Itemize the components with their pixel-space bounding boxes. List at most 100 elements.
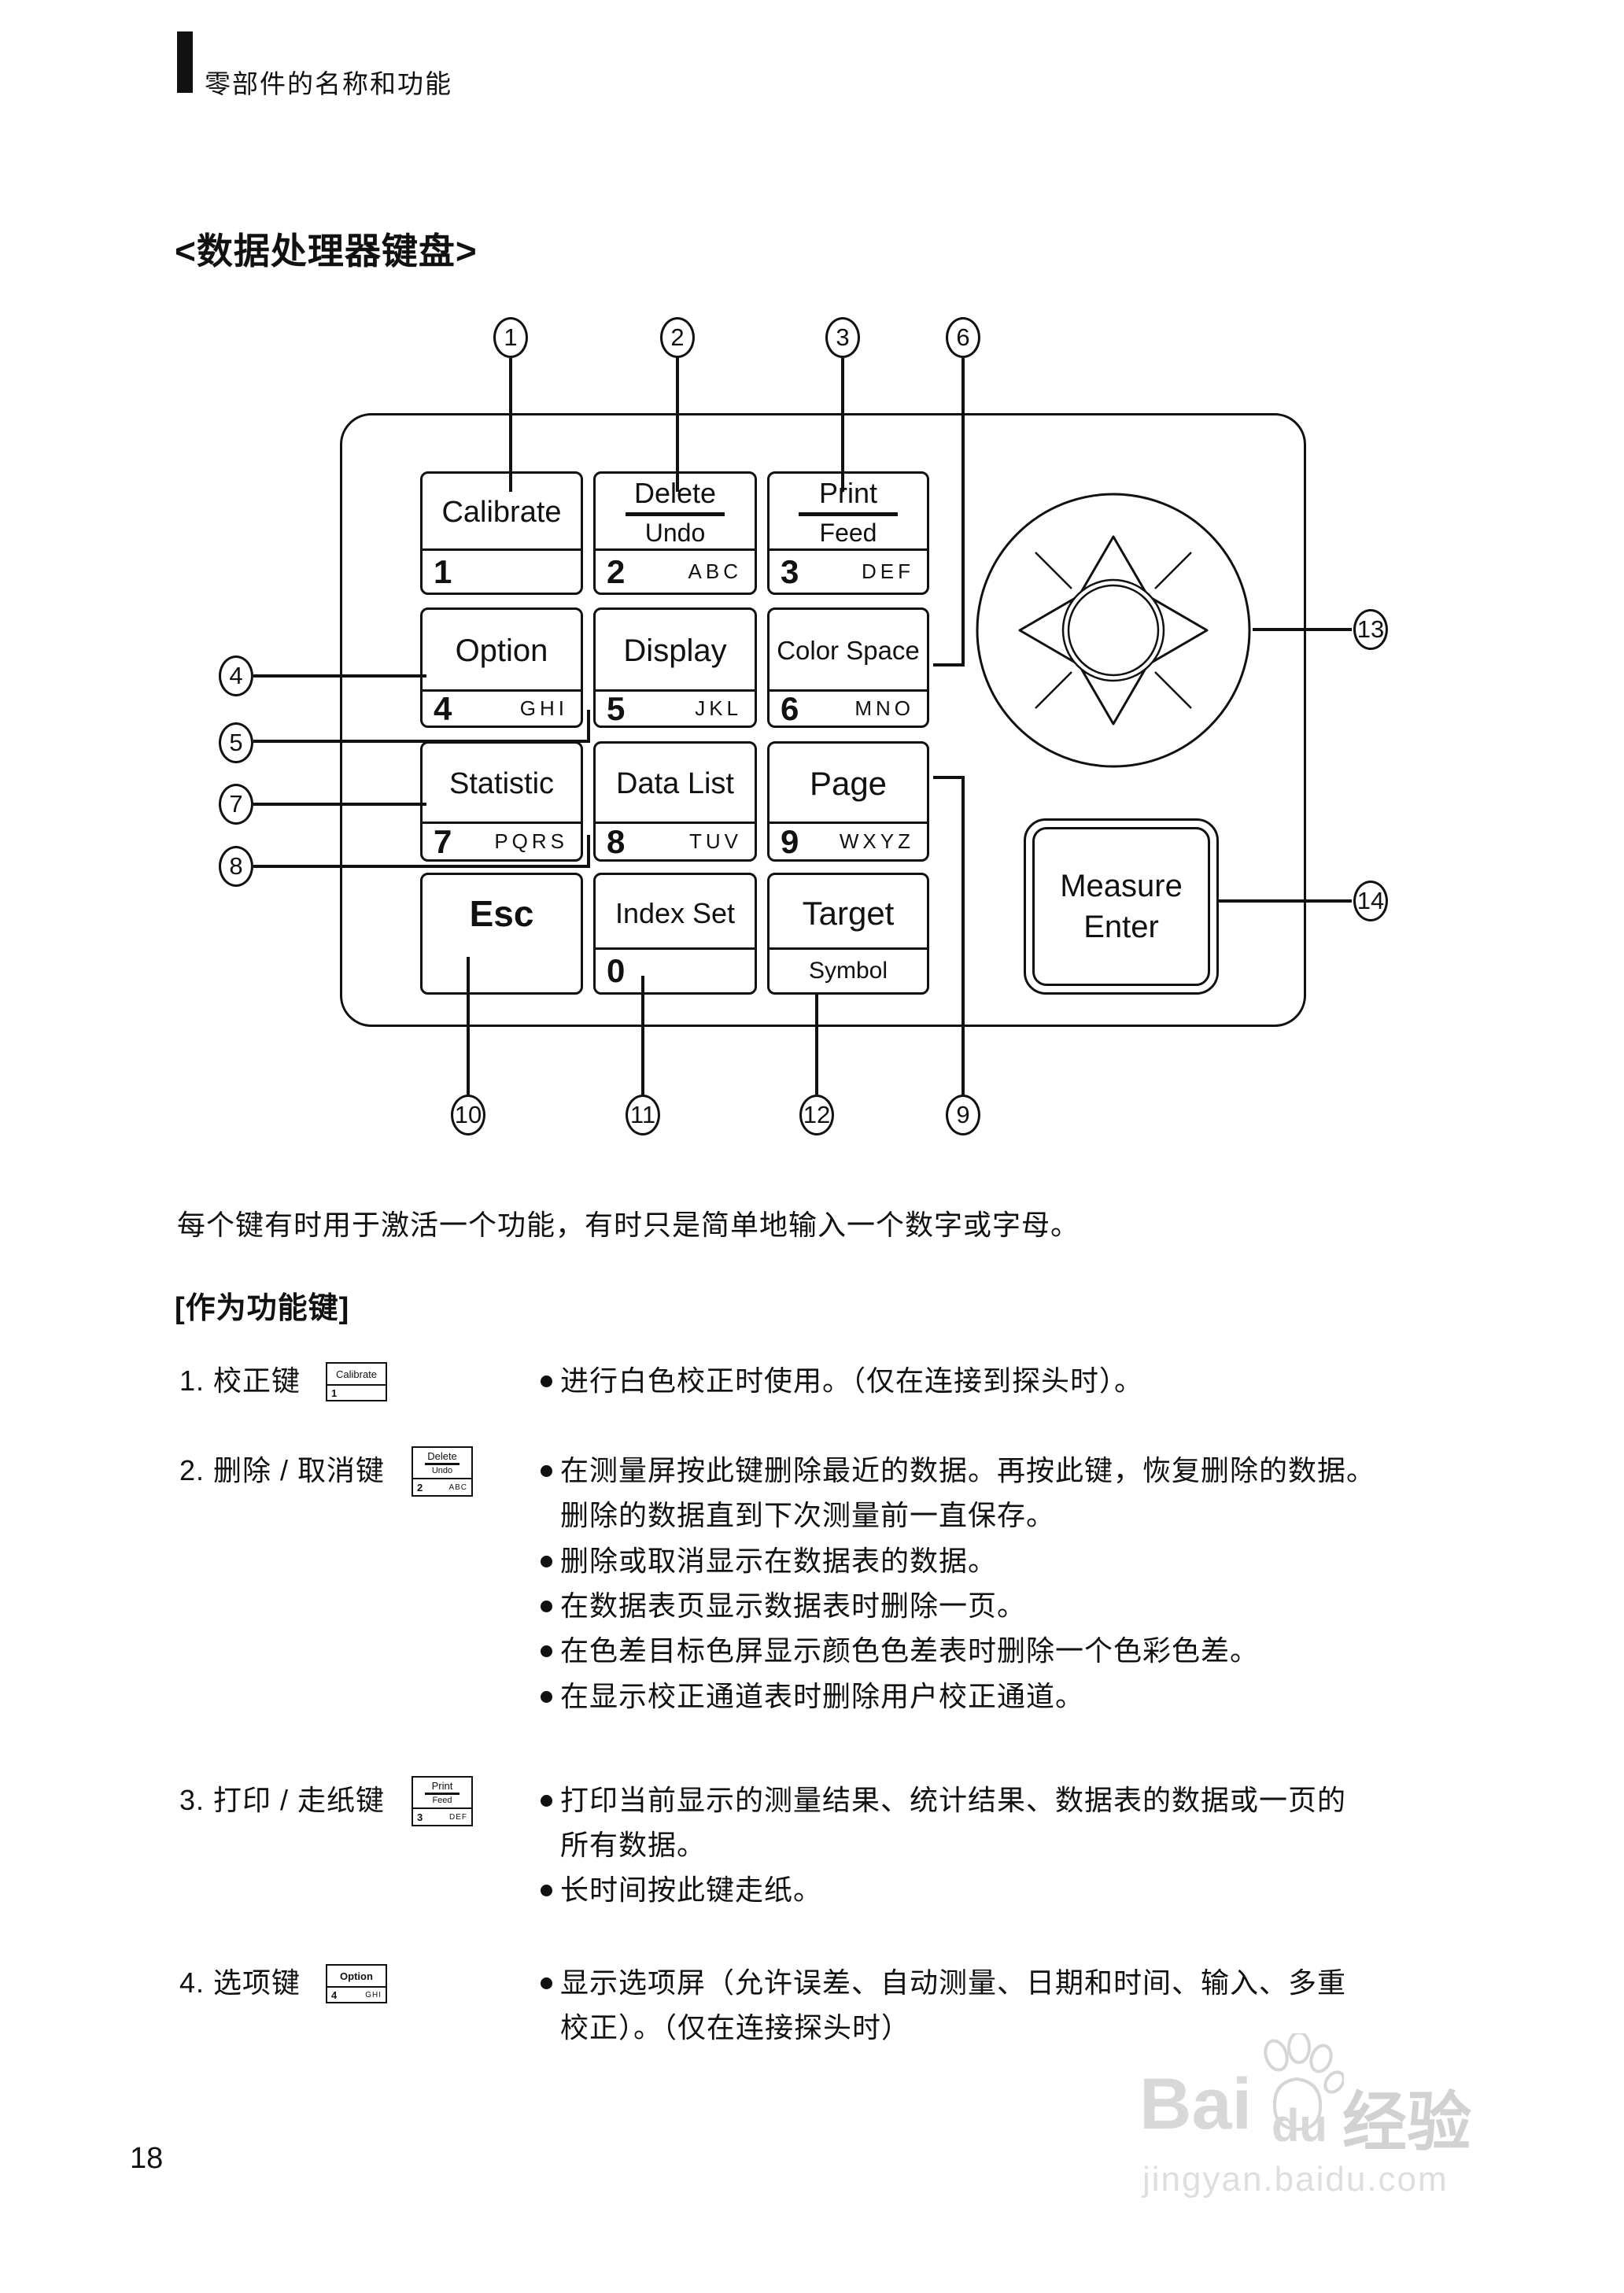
callout-line-5h — [253, 740, 590, 743]
key-color-space: Color Space 6 MNO — [767, 607, 929, 728]
item-2-line-2: 删除的数据直到下次测量前一直保存。 — [560, 1499, 1056, 1531]
item-2-label: 2. 删除 / 取消键 — [179, 1454, 386, 1486]
key-statistic: Statistic 7 PQRS — [420, 741, 583, 862]
key-statistic-number: 7 — [434, 822, 452, 860]
key-option-label: Option — [455, 633, 548, 668]
key-undo-label: Undo — [644, 519, 706, 547]
key-data-list: Data List 8 TUV — [593, 741, 757, 862]
item-2-line-6: 在显示校正通道表时删除用户校正通道。 — [560, 1680, 1085, 1712]
item-2-line-4: 在数据表页显示数据表时删除一页。 — [560, 1590, 1027, 1622]
watermark-cn: 经验 — [1342, 2087, 1472, 2158]
callout-line-3 — [841, 358, 844, 492]
key-print-label: Print — [818, 477, 878, 509]
key-print-letters: DEF — [862, 559, 914, 583]
section-heading: [作为功能键] — [175, 1292, 350, 1325]
callout-8: 8 — [219, 846, 253, 887]
key-delete-divider — [626, 512, 725, 516]
key-color-space-number: 6 — [781, 689, 799, 727]
key-page-label: Page — [809, 765, 888, 802]
key-measure-enter-inner: Measure Enter — [1032, 827, 1210, 986]
key-color-space-letters: MNO — [854, 696, 914, 720]
nav-center-icon — [1061, 578, 1165, 682]
item-3-line-3: 长时间按此键走纸。 — [560, 1874, 823, 1906]
bullet-icon — [541, 1375, 552, 1387]
callout-line-1 — [509, 358, 512, 492]
key-calibrate-label: Calibrate — [441, 495, 562, 529]
callout-line-12 — [815, 993, 818, 1095]
key-index-set: Index Set 0 — [593, 873, 757, 995]
item-2-line-1: 在测量屏按此键删除最近的数据。再按此键，恢复删除的数据。 — [560, 1454, 1376, 1486]
header-bar — [177, 31, 193, 93]
key-calibrate: Calibrate 1 — [420, 471, 583, 595]
callout-line-4 — [253, 674, 426, 678]
key-print-feed: Print Feed 3 DEF — [767, 471, 929, 595]
key-print-divider — [799, 512, 898, 516]
key-print-number: 3 — [781, 552, 799, 590]
item-4-label: 4. 选项键 — [179, 1966, 301, 1999]
bullet-icon — [541, 1795, 552, 1807]
callout-line-9v — [961, 776, 965, 1095]
key-statistic-letters: PQRS — [494, 829, 568, 853]
enter-label: Enter — [1083, 910, 1159, 944]
callout-line-11 — [641, 976, 644, 1095]
key-esc: Esc — [420, 873, 583, 995]
key-option: Option 4 GHI — [420, 607, 583, 728]
item-1-label: 1. 校正键 — [179, 1364, 301, 1397]
key-delete-label: Delete — [633, 477, 717, 509]
intro-text: 每个键有时用于激活一个功能，有时只是简单地输入一个数字或字母。 — [177, 1209, 1080, 1241]
measure-label: Measure — [1060, 869, 1183, 903]
key-option-letters: GHI — [519, 696, 568, 720]
navigation-pad — [976, 493, 1251, 768]
key-index-set-number: 0 — [607, 952, 626, 989]
key-option-number: 4 — [434, 689, 452, 727]
bullet-icon — [541, 1556, 552, 1567]
callout-10: 10 — [451, 1095, 485, 1135]
callout-12: 12 — [799, 1095, 834, 1135]
item-3-line-2: 所有数据。 — [560, 1829, 707, 1861]
callout-7: 7 — [219, 784, 253, 825]
callout-11: 11 — [626, 1095, 660, 1135]
callout-line-7 — [253, 803, 426, 806]
bullet-icon — [541, 1977, 552, 1989]
bullet-icon — [541, 1885, 552, 1896]
key-color-space-label: Color Space — [777, 636, 920, 665]
item-3-label: 3. 打印 / 走纸键 — [179, 1784, 386, 1816]
key-calibrate-number: 1 — [434, 552, 452, 590]
bullet-icon — [541, 1601, 552, 1612]
callout-line-6h — [933, 663, 965, 666]
page-number: 18 — [130, 2142, 164, 2175]
callout-6: 6 — [946, 317, 980, 358]
watermark-du: du — [1272, 2100, 1327, 2151]
item-2-line-3: 删除或取消显示在数据表的数据。 — [560, 1545, 998, 1577]
key-display: Display 5 JKL — [593, 607, 757, 728]
callout-line-2 — [676, 358, 679, 492]
key-feed-label: Feed — [819, 519, 877, 547]
item-1-line-1: 进行白色校正时使用。（仅在连接到探头时）。 — [560, 1364, 1144, 1397]
key-delete-undo: Delete Undo 2 ABC — [593, 471, 757, 595]
key-page-number: 9 — [781, 822, 799, 860]
item-4-line-2: 校正）。（仅在连接探头时） — [560, 2011, 911, 2044]
item-2-line-5: 在色差目标色屏显示颜色色差表时删除一个色彩色差。 — [560, 1634, 1260, 1667]
key-delete-letters: ABC — [688, 559, 742, 583]
key-display-number: 5 — [607, 689, 626, 727]
item-3-line-1: 打印当前显示的测量结果、统计结果、数据表的数据或一页的 — [560, 1784, 1347, 1816]
callout-line-8h — [253, 865, 590, 868]
watermark-bai: Bai — [1139, 2064, 1253, 2144]
key-data-list-letters: TUV — [689, 829, 742, 853]
key-target-sub-label: Symbol — [808, 958, 888, 984]
key-page: Page 9 WXYZ — [767, 741, 929, 862]
callout-9: 9 — [946, 1095, 980, 1135]
callout-line-10 — [467, 957, 470, 1095]
callout-14: 14 — [1353, 881, 1388, 921]
callout-13: 13 — [1353, 609, 1388, 650]
callout-line-5v — [587, 710, 590, 743]
callout-line-13 — [1253, 628, 1352, 631]
bullet-icon — [541, 1691, 552, 1703]
callout-2: 2 — [660, 317, 695, 358]
callout-line-9h — [933, 776, 965, 779]
key-statistic-label: Statistic — [448, 766, 555, 800]
item-1-key-icon: Calibrate 1 — [326, 1362, 387, 1401]
